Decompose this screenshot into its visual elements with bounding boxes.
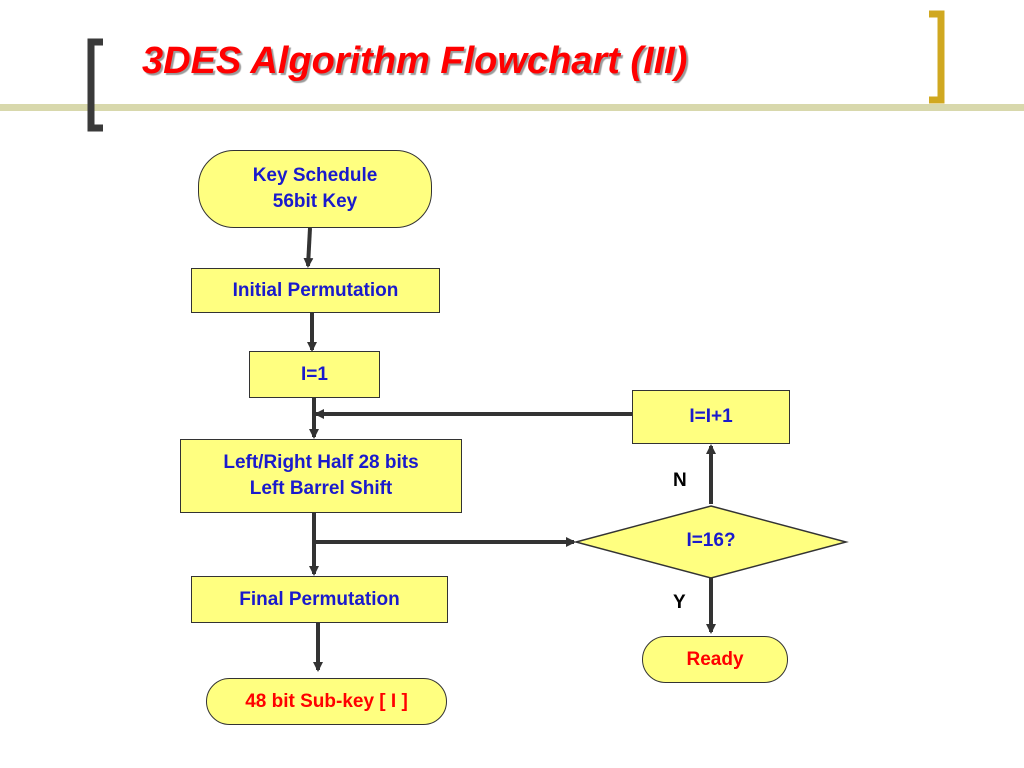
- right-bracket-decoration: [929, 10, 945, 104]
- increment-node: I=I+1: [632, 390, 790, 444]
- initial-permutation-label: Initial Permutation: [232, 279, 399, 301]
- initial-permutation-node: Initial Permutation: [191, 268, 440, 313]
- edge-label-yes: Y: [673, 592, 686, 613]
- barrel-shift-node: Left/Right Half 28 bits Left Barrel Shif…: [180, 439, 462, 513]
- final-permutation-label: Final Permutation: [239, 588, 400, 610]
- slide-title: 3DES Algorithm Flowchart (III): [142, 40, 688, 82]
- key-schedule-line1: Key Schedule: [252, 165, 378, 187]
- subkey-output-label: 48 bit Sub-key [ I ]: [245, 690, 408, 712]
- ready-label: Ready: [686, 648, 744, 670]
- key-schedule-node: Key Schedule 56bit Key: [198, 150, 432, 228]
- edge-label-no: N: [673, 470, 687, 491]
- i-equals-1-node: I=1: [249, 351, 380, 398]
- decision-label: I=16?: [686, 530, 736, 551]
- barrel-shift-line2: Left Barrel Shift: [249, 478, 393, 499]
- arrow-keyschedule-to-initialperm: [303, 227, 314, 268]
- title-underline-bar: [0, 104, 1024, 111]
- left-bracket-decoration: [87, 38, 103, 132]
- ready-node: Ready: [642, 636, 788, 683]
- i-equals-1-label: I=1: [301, 363, 328, 385]
- key-schedule-line2: 56bit Key: [272, 191, 358, 212]
- subkey-output-node: 48 bit Sub-key [ I ]: [206, 678, 447, 725]
- decision-diamond: [573, 505, 849, 579]
- final-permutation-node: Final Permutation: [191, 576, 448, 623]
- increment-label: I=I+1: [689, 406, 733, 428]
- barrel-shift-line1: Left/Right Half 28 bits: [223, 452, 419, 474]
